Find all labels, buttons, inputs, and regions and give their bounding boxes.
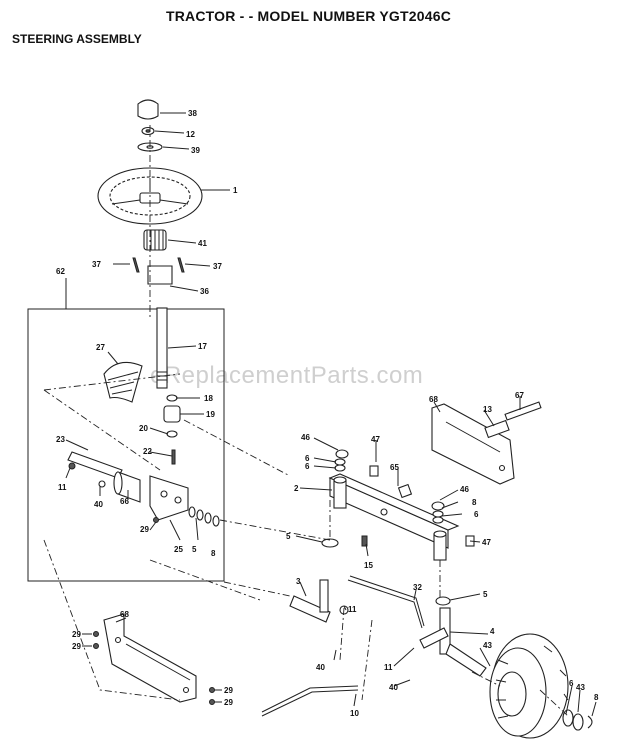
sub-assembly-frame bbox=[27, 308, 225, 582]
front-wheel bbox=[489, 633, 569, 739]
callout-37-left: 37 bbox=[92, 260, 101, 269]
pivot-shaft bbox=[67, 451, 123, 479]
callout-29-left-a: 29 bbox=[72, 630, 81, 639]
shaft-pin bbox=[171, 449, 176, 465]
shaft-washer bbox=[166, 430, 178, 438]
steering-bracket bbox=[132, 257, 185, 285]
callout-29-upper: 29 bbox=[140, 525, 149, 534]
callout-15: 15 bbox=[364, 561, 373, 570]
callout-1: 1 bbox=[233, 186, 238, 195]
callout-8-frame: 8 bbox=[211, 549, 216, 558]
callout-3: 3 bbox=[296, 577, 301, 586]
callout-66: 66 bbox=[120, 497, 129, 506]
callout-2: 2 bbox=[294, 484, 299, 493]
long-bolt bbox=[504, 401, 542, 421]
callout-25: 25 bbox=[174, 545, 183, 554]
callout-23: 23 bbox=[56, 435, 65, 444]
callout-13: 13 bbox=[483, 405, 492, 414]
callout-40-lower: 40 bbox=[389, 683, 398, 692]
callout-5-right: 5 bbox=[483, 590, 488, 599]
tie-rod bbox=[347, 575, 425, 629]
bracket-bolts bbox=[93, 631, 215, 705]
frame-bracket-right bbox=[431, 403, 515, 485]
callout-62: 62 bbox=[56, 267, 65, 276]
spacer-sleeve bbox=[484, 419, 510, 439]
callout-32: 32 bbox=[413, 583, 422, 592]
frame-bracket-left bbox=[103, 613, 197, 703]
callout-5-frame: 5 bbox=[192, 545, 197, 554]
small-hardware bbox=[68, 462, 220, 527]
callout-29-right-b: 29 bbox=[224, 698, 233, 707]
callout-11-mid: 11 bbox=[348, 605, 357, 614]
callout-5-left: 5 bbox=[286, 532, 291, 541]
callout-22: 22 bbox=[143, 447, 152, 456]
page-title: TRACTOR - - MODEL NUMBER YGT2046C bbox=[165, 8, 452, 24]
callout-37-right: 37 bbox=[213, 262, 222, 271]
axle-hardware bbox=[321, 449, 475, 606]
callout-labels: 38 12 39 1 41 37 37 36 62 17 27 18 19 20… bbox=[56, 109, 599, 718]
callout-6-upper-b: 6 bbox=[305, 462, 310, 471]
axle-spindle-right bbox=[433, 530, 447, 561]
pivot-bushing bbox=[113, 471, 141, 503]
callout-47-upper: 47 bbox=[371, 435, 380, 444]
callout-8-wheel: 8 bbox=[594, 693, 599, 702]
callout-8-axle: 8 bbox=[472, 498, 477, 507]
callout-46-lower: 46 bbox=[460, 485, 469, 494]
leader-lines bbox=[65, 112, 597, 717]
callout-41: 41 bbox=[198, 239, 207, 248]
spindle-left bbox=[289, 579, 349, 623]
callout-38: 38 bbox=[188, 109, 197, 118]
callout-43-upper: 43 bbox=[483, 641, 492, 650]
callout-68-right: 68 bbox=[429, 395, 438, 404]
section-title: STEERING ASSEMBLY bbox=[12, 32, 142, 46]
callout-29-left-b: 29 bbox=[72, 642, 81, 651]
callout-11-upper: 11 bbox=[58, 483, 67, 492]
callout-19: 19 bbox=[206, 410, 215, 419]
callout-18: 18 bbox=[204, 394, 213, 403]
shaft-pinion bbox=[163, 405, 181, 423]
steering-cap bbox=[137, 99, 159, 120]
callout-17: 17 bbox=[198, 342, 207, 351]
watermark: eReplacementParts.com bbox=[150, 362, 424, 389]
callout-10: 10 bbox=[350, 709, 359, 718]
spindle-right bbox=[419, 607, 487, 677]
callout-4: 4 bbox=[490, 627, 495, 636]
callout-36: 36 bbox=[200, 287, 209, 296]
axle-spindle-left bbox=[333, 476, 347, 509]
pivot-bracket bbox=[149, 475, 189, 521]
callout-40-mid: 40 bbox=[316, 663, 325, 672]
callout-65: 65 bbox=[390, 463, 399, 472]
callout-40-upper: 40 bbox=[94, 500, 103, 509]
wheel-washers bbox=[562, 709, 593, 731]
callout-12: 12 bbox=[186, 130, 195, 139]
callout-27: 27 bbox=[96, 343, 105, 352]
callout-46-upper: 46 bbox=[301, 433, 310, 442]
callout-29-right-a: 29 bbox=[224, 686, 233, 695]
callout-6-axle: 6 bbox=[474, 510, 479, 519]
callout-20: 20 bbox=[139, 424, 148, 433]
steering-adapter bbox=[143, 229, 167, 251]
callout-39: 39 bbox=[191, 146, 200, 155]
callout-47-lower: 47 bbox=[482, 538, 491, 547]
callout-67: 67 bbox=[515, 391, 524, 400]
drag-link bbox=[261, 685, 359, 717]
steering-gear-sector bbox=[103, 361, 143, 403]
assembly-lines bbox=[43, 373, 569, 717]
callout-68-left: 68 bbox=[120, 610, 129, 619]
callout-6-upper-a: 6 bbox=[305, 454, 310, 463]
steering-nut bbox=[141, 126, 155, 136]
callout-11-lower: 11 bbox=[384, 663, 393, 672]
callout-43-lower: 43 bbox=[576, 683, 585, 692]
callout-6-wheel: 6 bbox=[569, 679, 574, 688]
shaft-bushing bbox=[166, 394, 178, 402]
